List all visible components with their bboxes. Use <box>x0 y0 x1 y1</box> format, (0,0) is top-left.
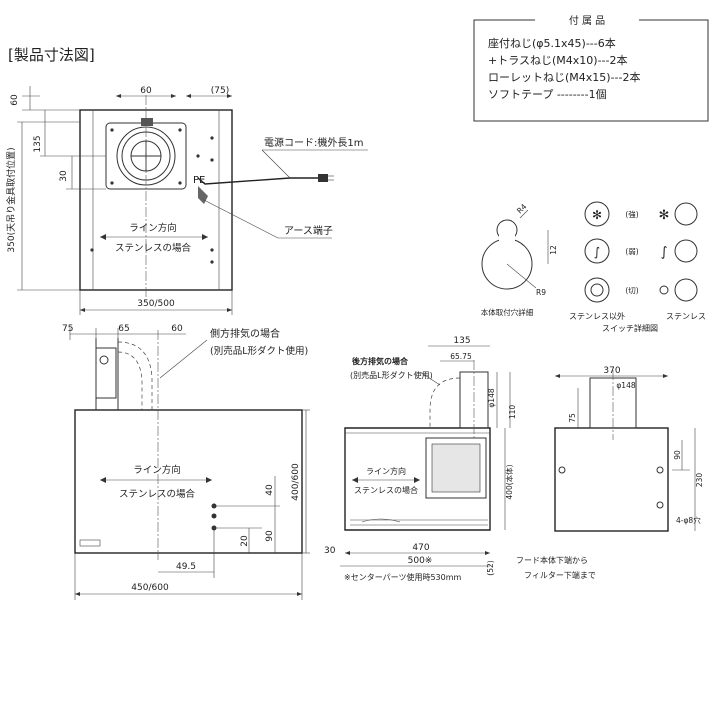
dim-label: φ148 <box>616 381 635 390</box>
dim-label: 110 <box>508 405 517 420</box>
side-view: 後方排気の場合 (別売品L形ダクト使用) ライン方向 ステンレスの場合 135 … <box>324 336 596 582</box>
dim-label: R9 <box>536 288 546 297</box>
dim-label: 20 <box>240 535 250 547</box>
dim-label: 40 <box>265 484 275 496</box>
fan-strong-icon: ✻ <box>659 208 670 223</box>
dim-label: (52) <box>486 560 495 575</box>
dim-label: 135 <box>453 336 470 346</box>
mount-hole-caption: 本体取付穴詳細 <box>481 307 534 317</box>
dim-label: 4-φ8穴 <box>676 515 701 525</box>
switch-strong-label: (強) <box>625 209 638 219</box>
side-exhaust-label: 側方排気の場合 <box>210 327 280 340</box>
top-view: PE 電源コード:機外長1m アース端子 ライン方向 ステンレスの場合 60 (… <box>5 86 368 315</box>
dim-label: 90 <box>265 530 275 542</box>
accessory-item: +トラスねじ(M4x10)---2本 <box>488 53 627 67</box>
dim-label: 60 <box>10 94 20 106</box>
dim-label: (75) <box>211 86 229 96</box>
dim-label: 400(本体) <box>504 464 514 499</box>
line-direction-label: ライン方向 <box>366 466 406 476</box>
side-exhaust-note: (別売品L形ダクト使用) <box>210 345 308 357</box>
switch-off-label: (切) <box>625 286 638 295</box>
rear-exhaust-note: (別売品L形ダクト使用) <box>350 370 433 380</box>
accessories-box: 付 属 品 座付ねじ(φ5.1x45)---6本 +トラスねじ(M4x10)--… <box>473 13 709 122</box>
dim-label: R4 <box>515 202 529 216</box>
dim-label: 65 <box>118 324 129 334</box>
dim-label: 60 <box>140 86 152 96</box>
stainless-label: ステンレスの場合 <box>115 242 192 254</box>
dim-label: 500※ <box>408 556 433 566</box>
accessory-item: ソフトテープ --------1個 <box>488 88 607 101</box>
non-stainless-label: ステンレス以外 <box>569 311 625 321</box>
dim-label: φ148 <box>487 388 496 407</box>
line-direction-label: ライン方向 <box>133 464 181 476</box>
pe-label: PE <box>193 175 205 186</box>
dim-label: 470 <box>412 543 429 553</box>
dim-label: 49.5 <box>176 562 196 572</box>
accessory-item: 座付ねじ(φ5.1x45)---6本 <box>488 36 616 50</box>
mount-hole-detail: R4 12 R9 本体取付穴詳細 <box>481 202 558 317</box>
page-title: [製品寸法図] <box>8 46 95 64</box>
dim-label: 135 <box>33 135 43 152</box>
switch-caption: スイッチ詳細図 <box>602 323 658 333</box>
earth-terminal-label: アース端子 <box>284 224 333 237</box>
dim-label: 65.75 <box>450 352 472 361</box>
filter-bottom-label: フィルター下端まで <box>524 570 596 580</box>
dim-label: 75 <box>62 324 73 334</box>
center-parts-note: ※センターパーツ使用時530mm <box>344 572 462 582</box>
dim-label: 230 <box>695 473 704 488</box>
switch-weak-label: (弱) <box>625 247 638 256</box>
power-cord-label: 電源コード:機外長1m <box>264 136 363 149</box>
dim-label: 75 <box>568 413 577 423</box>
switch-detail: ✻ (強) ✻ ∫ (弱) ∫ (切) ステンレス以外 ステンレス スイッチ詳細… <box>569 201 706 333</box>
dim-label: 370 <box>603 366 620 376</box>
stainless-label: ステンレスの場合 <box>354 485 418 495</box>
dim-label: 350(天吊り金具取付位置) <box>5 147 17 252</box>
stainless-label: ステンレス <box>666 312 706 321</box>
rear-view: 370 φ148 75 90 230 4-φ8穴 <box>554 366 704 532</box>
front-view: 75 65 60 側方排気の場合 (別売品L形ダクト使用) ライン方向 ステンレ… <box>62 324 310 600</box>
rear-exhaust-label: 後方排気の場合 <box>352 356 409 366</box>
dim-label: 12 <box>549 245 558 255</box>
fan-strong-icon: ✻ <box>592 208 602 222</box>
accessories-heading: 付 属 品 <box>569 14 605 27</box>
dim-label: 30 <box>324 546 336 556</box>
stainless-label: ステンレスの場合 <box>119 488 196 500</box>
dim-label: 90 <box>673 450 682 460</box>
dim-label: 60 <box>171 324 183 334</box>
hood-bottom-label: フード本体下端から <box>516 555 588 565</box>
line-direction-label: ライン方向 <box>129 222 177 234</box>
accessory-item: ローレットねじ(M4x15)---2本 <box>488 70 641 84</box>
fan-weak-icon: ∫ <box>594 245 600 259</box>
dim-label: 400/600 <box>291 463 301 501</box>
fan-weak-icon: ∫ <box>661 245 668 260</box>
dim-label: 30 <box>59 170 69 182</box>
dim-label: 350/500 <box>137 299 175 309</box>
dim-label: 450/600 <box>131 583 169 593</box>
